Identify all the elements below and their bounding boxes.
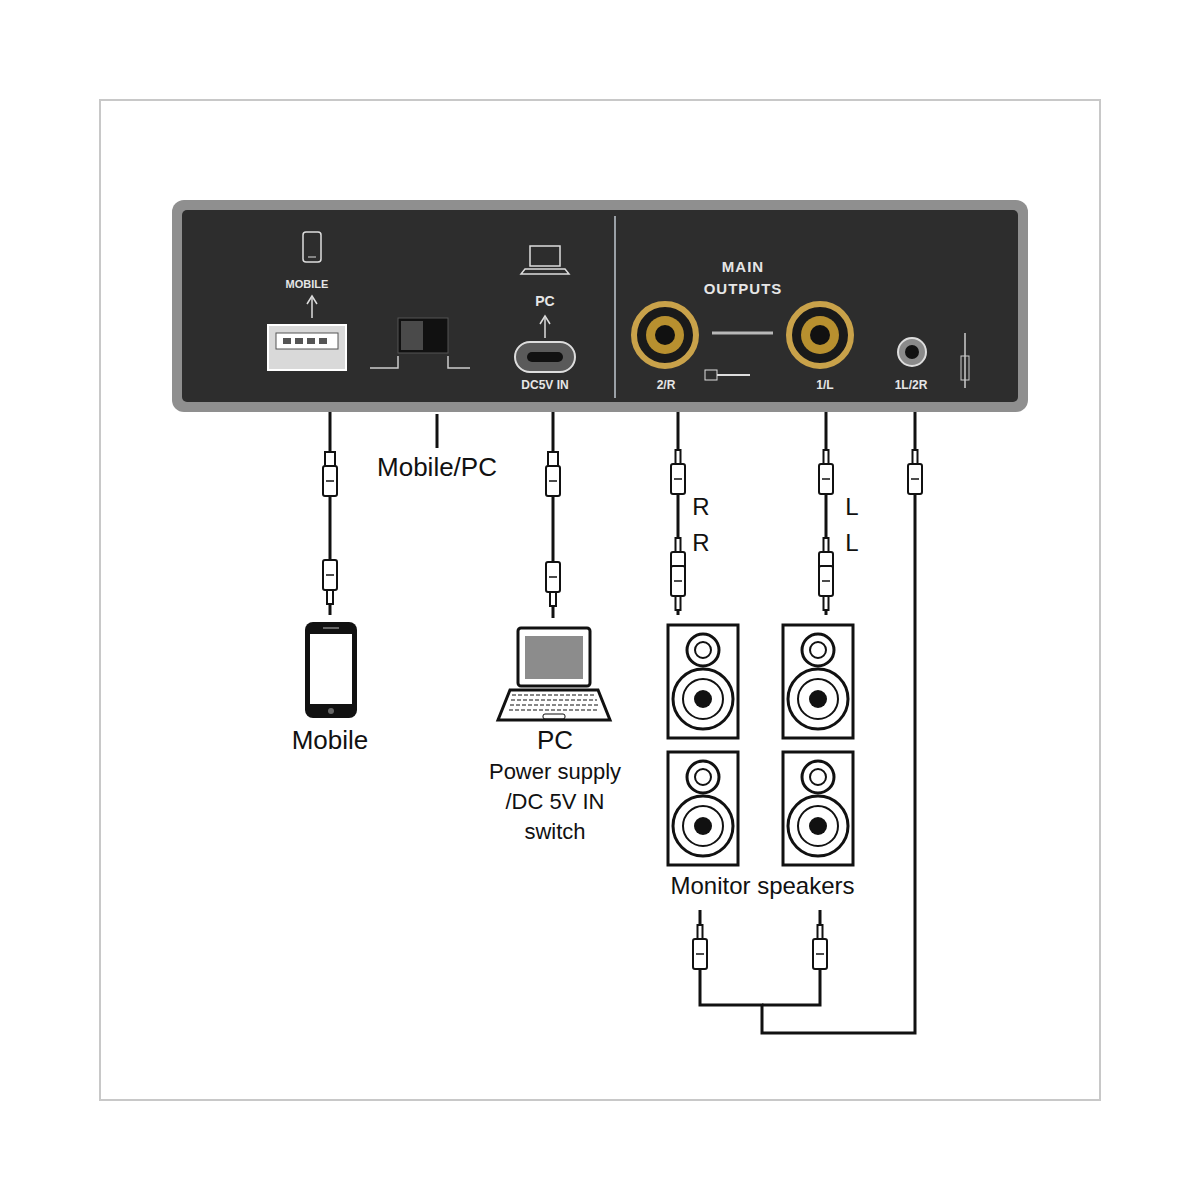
node-label: 1/L [785,379,865,393]
pc-device: PCPower supply /DC 5V IN switch [470,618,640,858]
node-note: Power supply /DC 5V IN switch [480,757,630,847]
cable-plug [671,450,685,494]
channel-label: R [688,493,714,521]
channel-label: L [839,529,865,557]
device-back-panel: MAIN OUTPUTS MOBILE PC DC5V IN 2/R 1/L 1L/2R [172,200,1028,412]
cable-plug [819,450,833,494]
cable-plug [323,560,337,604]
frame-border [100,100,1100,1100]
cable-plug [693,925,707,969]
channel-label: R [688,529,714,557]
usb-a-port: MOBILE [262,225,352,375]
node-label: MAIN OUTPUTS [693,256,793,300]
cable-branch [762,910,820,1005]
cable-plug [546,562,560,606]
node-label: Monitor speakers [650,872,875,900]
monitor-speakers: Monitor speakers [650,615,875,910]
switch-label: Mobile/PC [357,453,517,483]
cable-plug [813,925,827,969]
cable-plug [819,566,833,610]
headphone-jack: 1L/2R [878,330,944,400]
output-jack: 2/R [630,298,702,400]
node-note: DC5V IN [500,379,590,393]
node-label: 2/R [630,379,702,393]
node-label: PC [470,726,640,756]
usb-c-port: PC DC5V IN [500,238,590,400]
cable-plug [671,566,685,610]
node-label: Mobile [265,726,395,756]
monitor-speakers-art [650,615,875,910]
node-label: PC [500,293,590,309]
mobile-device: Mobile [265,615,395,765]
node-label: 1L/2R [878,379,944,393]
switch-leader [436,414,439,448]
output-jack: 1/L [785,298,865,400]
channel-label: L [839,493,865,521]
cable-plug [323,452,337,496]
node-label: MOBILE [262,278,352,291]
cable-plug [908,450,922,494]
cable-plug [546,452,560,496]
